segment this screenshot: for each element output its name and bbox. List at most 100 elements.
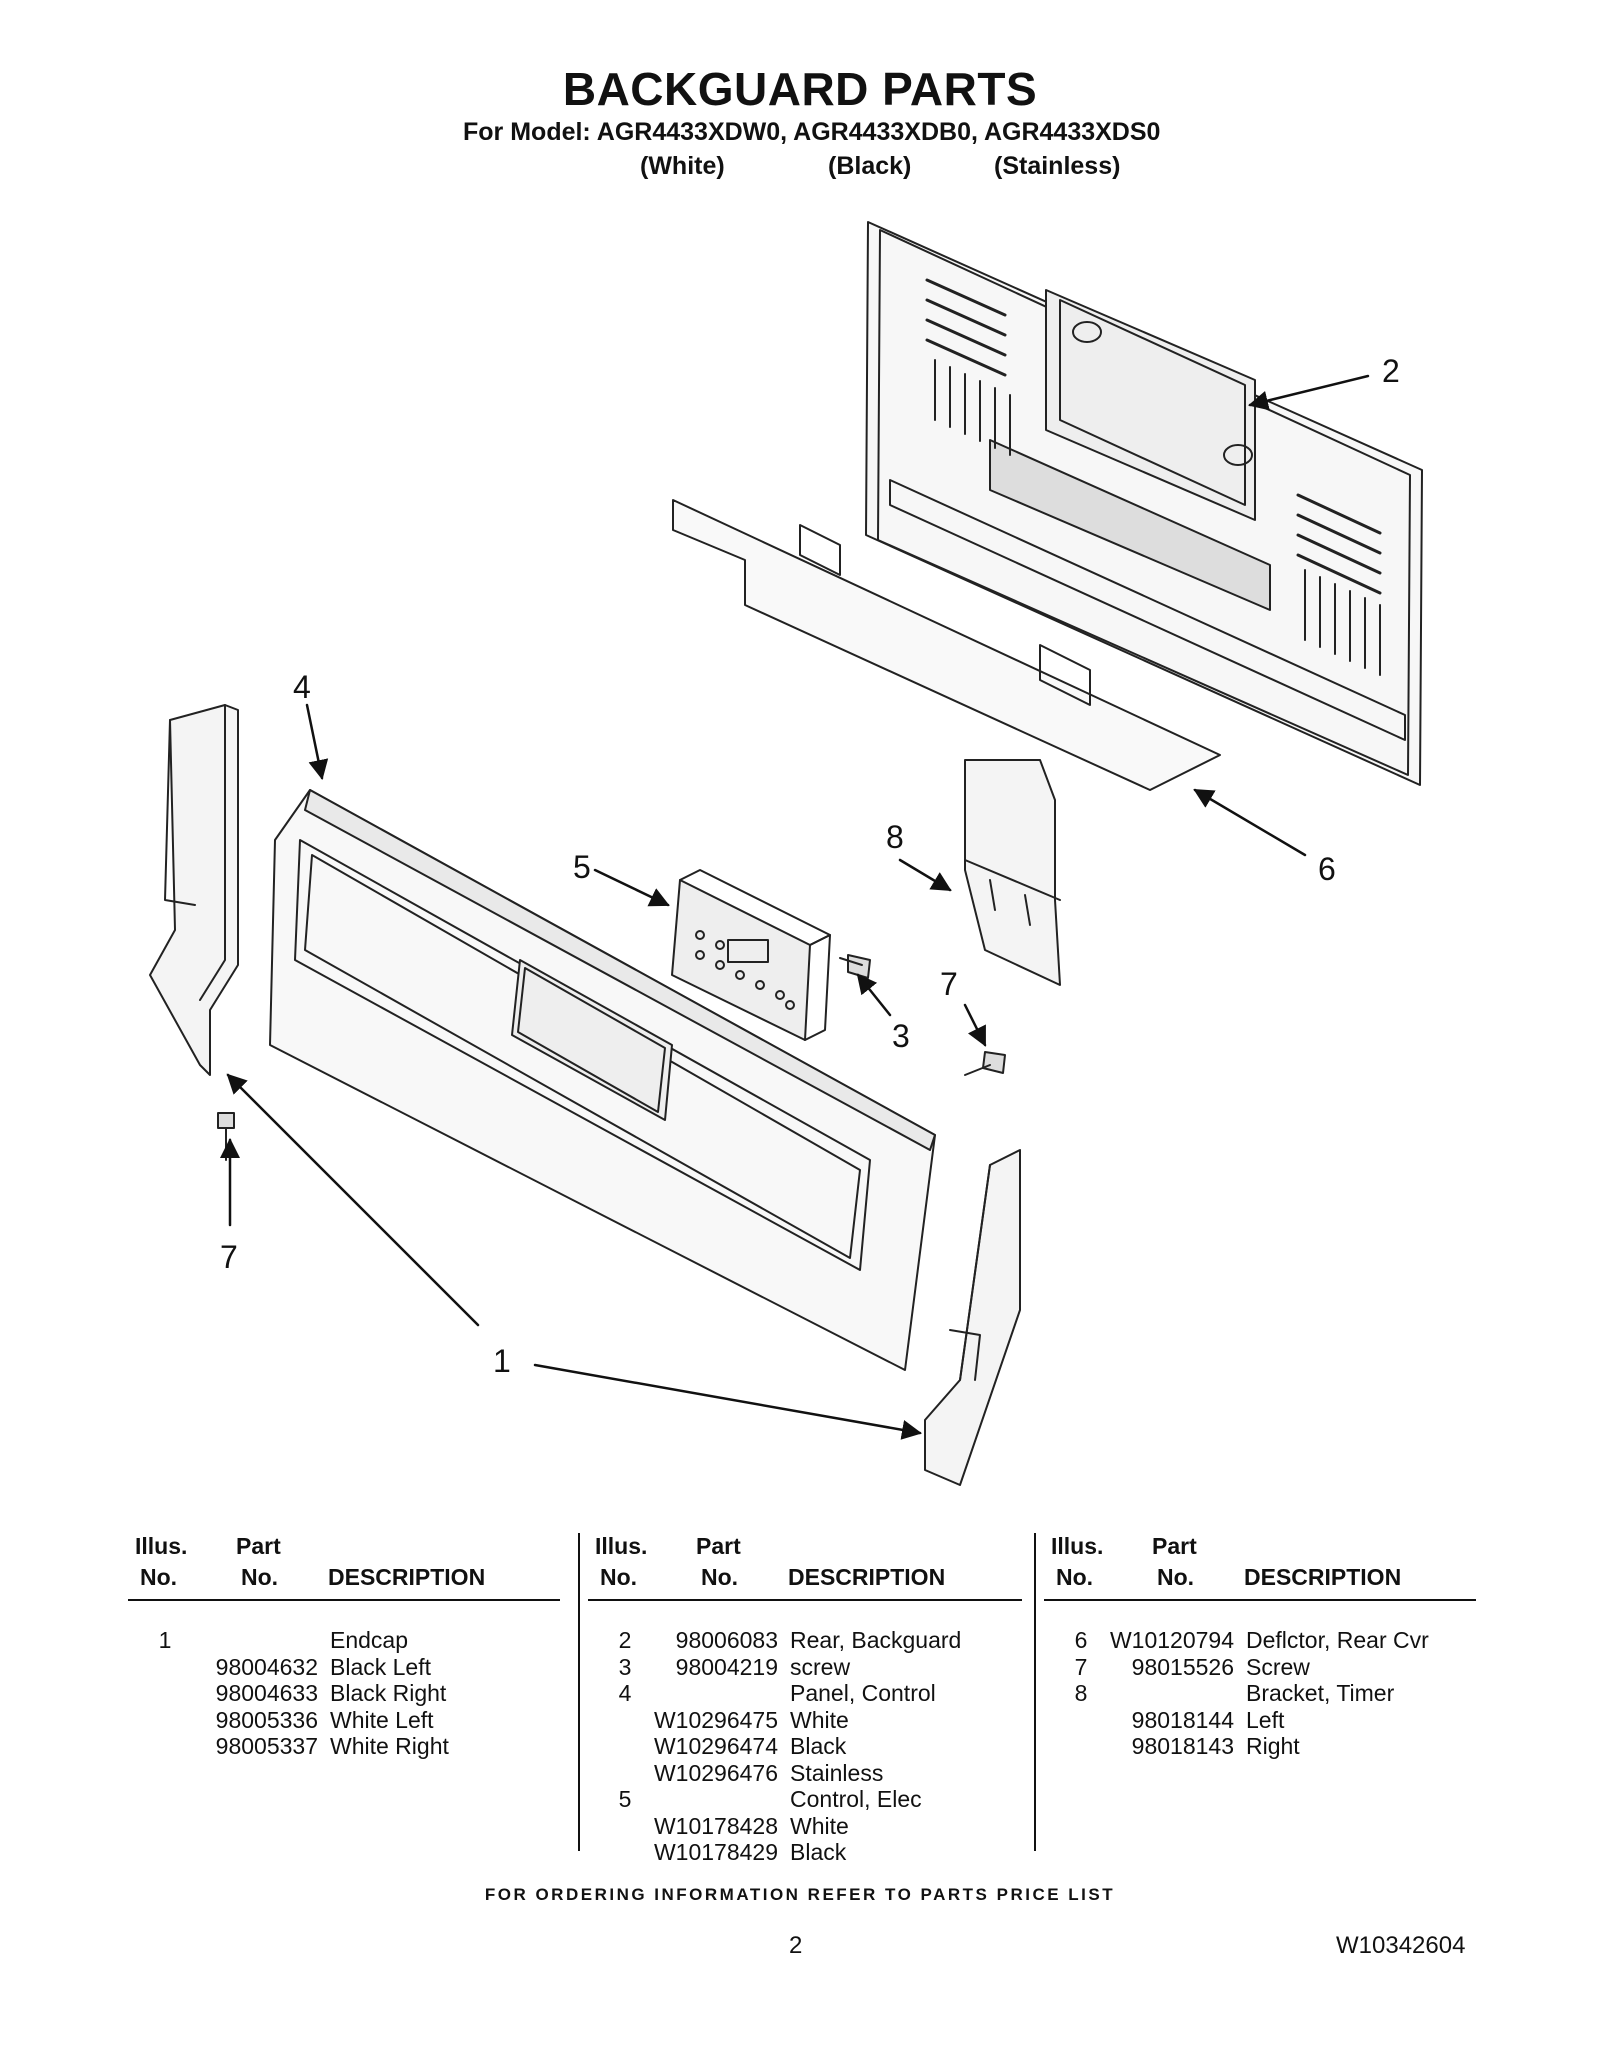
part-number: W10120794 [1109, 1627, 1234, 1653]
leader-arrows [220, 374, 1370, 1440]
table-row: 98018144 Left [1044, 1707, 1484, 1733]
illus-number: 4 [618, 1680, 632, 1706]
color-variants: (White) (Black) (Stainless) [0, 152, 1600, 186]
color-black: (Black) [828, 152, 912, 180]
callout-6: 6 [1318, 851, 1336, 887]
callout-7-left: 7 [220, 1239, 238, 1275]
part-number: W10178428 [653, 1812, 778, 1839]
table-row: 98004633 Black Right [128, 1680, 568, 1706]
part-description: Black Left [330, 1653, 431, 1680]
header-illus: Illus. [135, 1533, 188, 1559]
part-number: W10296476 [653, 1759, 778, 1786]
part-description: Left [1246, 1706, 1285, 1733]
part-number: 98005336 [215, 1706, 318, 1733]
callout-4: 4 [293, 669, 311, 705]
header-rule [588, 1599, 1022, 1601]
part-number: W10178429 [653, 1839, 778, 1865]
part-number: 98004633 [215, 1680, 318, 1706]
callout-3: 3 [892, 1018, 910, 1054]
part-screw-7-right [964, 1051, 1006, 1076]
table-row: W10178428 White [588, 1813, 1028, 1839]
part-description: Rear, Backguard [790, 1627, 962, 1653]
callout-5: 5 [573, 849, 591, 885]
part-number: 98004632 [215, 1653, 318, 1680]
part-description: Black Right [330, 1680, 447, 1706]
header-part-no: No. [241, 1564, 279, 1590]
header-illus-no: No. [600, 1564, 638, 1590]
part-description: White Left [330, 1706, 434, 1733]
part-description: screw [790, 1653, 851, 1680]
part-description: White Right [330, 1733, 449, 1759]
part-description: White [790, 1706, 849, 1733]
header-illus: Illus. [595, 1533, 648, 1559]
header-illus-no: No. [140, 1564, 178, 1590]
color-white: (White) [640, 152, 725, 180]
column-divider [1034, 1533, 1036, 1851]
document-number: W10342604 [1336, 1932, 1466, 1959]
part-rear-backguard [865, 221, 1423, 786]
header-part: Part [696, 1533, 741, 1559]
part-description: Endcap [330, 1627, 409, 1653]
column-divider [578, 1533, 580, 1851]
table-row: 3 98004219 screw [588, 1654, 1028, 1680]
part-description: Control, Elec [790, 1786, 922, 1812]
callout-8: 8 [886, 819, 904, 855]
header-part: Part [236, 1533, 281, 1559]
table-row: 98004632 Black Left [128, 1654, 568, 1680]
part-description: White [790, 1812, 849, 1839]
part-description: Right [1246, 1733, 1300, 1759]
page-number: 2 [789, 1932, 803, 1959]
ordering-note: FOR ORDERING INFORMATION REFER TO PARTS … [484, 1885, 1116, 1904]
part-electronic-control [671, 869, 831, 1041]
table-row: 8 Bracket, Timer [1044, 1680, 1484, 1706]
part-number: 98004219 [675, 1653, 778, 1680]
header-description: DESCRIPTION [1244, 1564, 1402, 1590]
illus-number: 6 [1074, 1627, 1088, 1653]
part-number: 98018144 [1131, 1706, 1234, 1733]
part-screw-7-left [217, 1112, 235, 1161]
callout-1: 1 [493, 1343, 511, 1379]
callout-2: 2 [1382, 353, 1400, 389]
part-number: 98015526 [1131, 1653, 1234, 1680]
exploded-parts-diagram: 2 6 4 5 8 3 7 7 1 [149, 221, 1423, 1486]
table-row: 98005336 White Left [128, 1707, 568, 1733]
part-timer-bracket [964, 759, 1061, 986]
color-stainless: (Stainless) [994, 152, 1121, 180]
header-rule [128, 1599, 560, 1601]
illus-number: 2 [618, 1627, 632, 1653]
table-row: W10178429 Black [588, 1839, 1028, 1865]
table-row: W10296476 Stainless [588, 1760, 1028, 1786]
page-title: BACKGUARD PARTS [562, 63, 1038, 115]
part-number: 98006083 [675, 1627, 778, 1653]
part-description: Black [790, 1733, 847, 1759]
part-endcap-right [924, 1149, 1021, 1486]
part-description: Panel, Control [790, 1680, 936, 1706]
header-part-no: No. [701, 1564, 739, 1590]
header-description: DESCRIPTION [328, 1564, 486, 1590]
table-row: 1 Endcap [128, 1627, 568, 1653]
illus-number: 1 [158, 1627, 172, 1653]
table-row: 4 Panel, Control [588, 1680, 1028, 1706]
illus-number: 3 [618, 1653, 632, 1680]
part-description: Bracket, Timer [1246, 1680, 1395, 1706]
illus-number: 5 [618, 1786, 632, 1812]
table-row: 2 98006083 Rear, Backguard [588, 1627, 1028, 1653]
part-number: 98018143 [1131, 1733, 1234, 1759]
header-rule [1044, 1599, 1476, 1601]
part-control-panel [269, 789, 936, 1371]
header-part-no: No. [1157, 1564, 1195, 1590]
header-illus-no: No. [1056, 1564, 1094, 1590]
part-description: Deflctor, Rear Cvr [1246, 1627, 1429, 1653]
part-deflector-rear-cover [672, 499, 1221, 791]
part-number: W10296474 [653, 1733, 778, 1759]
illus-number: 7 [1074, 1653, 1088, 1680]
header-part: Part [1152, 1533, 1197, 1559]
part-screw-3 [839, 954, 871, 979]
part-description: Stainless [790, 1759, 884, 1786]
header-illus: Illus. [1051, 1533, 1104, 1559]
illus-number: 8 [1074, 1680, 1088, 1706]
part-description: Black [790, 1839, 847, 1865]
